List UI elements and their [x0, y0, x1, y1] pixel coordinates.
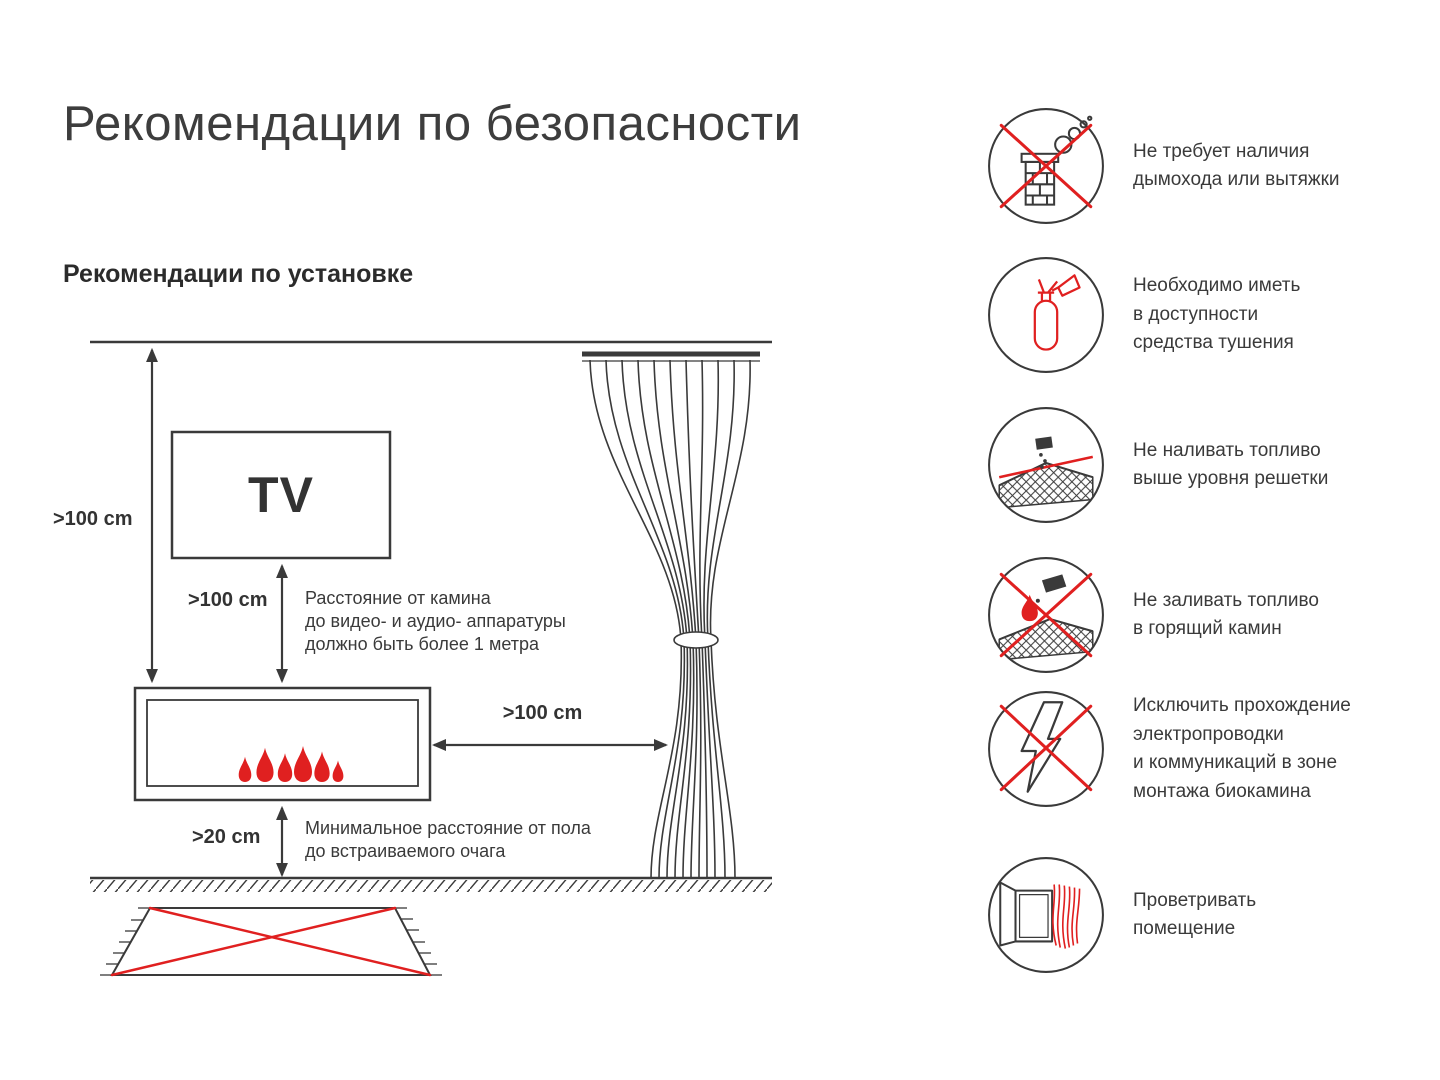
dimension-wall-gap: >100 cm	[53, 508, 133, 530]
safety-item-no-chimney: Не требует наличия дымохода или вытяжки	[985, 105, 1435, 227]
fire-extinguisher-icon	[988, 257, 1104, 373]
curtain-tieback	[673, 631, 719, 649]
safety-caption: Необходимо иметь в доступности средства …	[1133, 275, 1301, 354]
red-cross	[110, 906, 432, 977]
fireplace	[133, 686, 432, 802]
floor	[90, 876, 772, 892]
note-floor-distance: Минимальное расстояние от пола до встраи…	[305, 818, 591, 862]
safety-item-fuel-level: Не наливать топливо выше уровня решетки	[985, 404, 1435, 526]
fuel-level-icon	[988, 407, 1104, 523]
safety-caption: Не заливать топливо в горящий камин	[1133, 589, 1319, 640]
no-chimney-icon	[988, 108, 1104, 224]
dimension-floor-gap: >20 cm	[192, 826, 261, 848]
no-electrical-wiring-icon	[988, 691, 1104, 807]
dimension-tv-gap: >100 cm	[188, 589, 268, 611]
installation-diagram	[90, 340, 772, 977]
no-refuel-burning-icon	[988, 557, 1104, 673]
curtain	[582, 351, 760, 879]
section-title: Рекомендации по установке	[63, 260, 414, 288]
safety-caption: Не требует наличия дымохода или вытяжки	[1133, 140, 1340, 191]
tv-label: TV	[248, 467, 314, 523]
note-tv-distance: Расстояние от камина до видео- и аудио- …	[305, 588, 566, 655]
tv-rect	[170, 430, 392, 560]
safety-item-no-wiring: Исключить прохождение электропроводки и …	[985, 688, 1435, 810]
safety-caption: Не наливать топливо выше уровня решетки	[1133, 439, 1329, 490]
safety-item-no-refuel: Не заливать топливо в горящий камин	[985, 554, 1435, 676]
no-rug-zone	[100, 906, 442, 977]
safety-caption: Проветривать помещение	[1133, 889, 1257, 940]
safety-item-extinguisher: Необходимо иметь в доступности средства …	[985, 254, 1435, 376]
safety-caption: Исключить прохождение электропроводки и …	[1133, 695, 1351, 802]
dimension-curtain-gap: >100 cm	[502, 702, 583, 724]
ventilation-icon	[988, 857, 1104, 973]
safety-item-ventilate: Проветривать помещение	[985, 854, 1435, 976]
page-title: Рекомендации по безопасности	[63, 97, 802, 151]
